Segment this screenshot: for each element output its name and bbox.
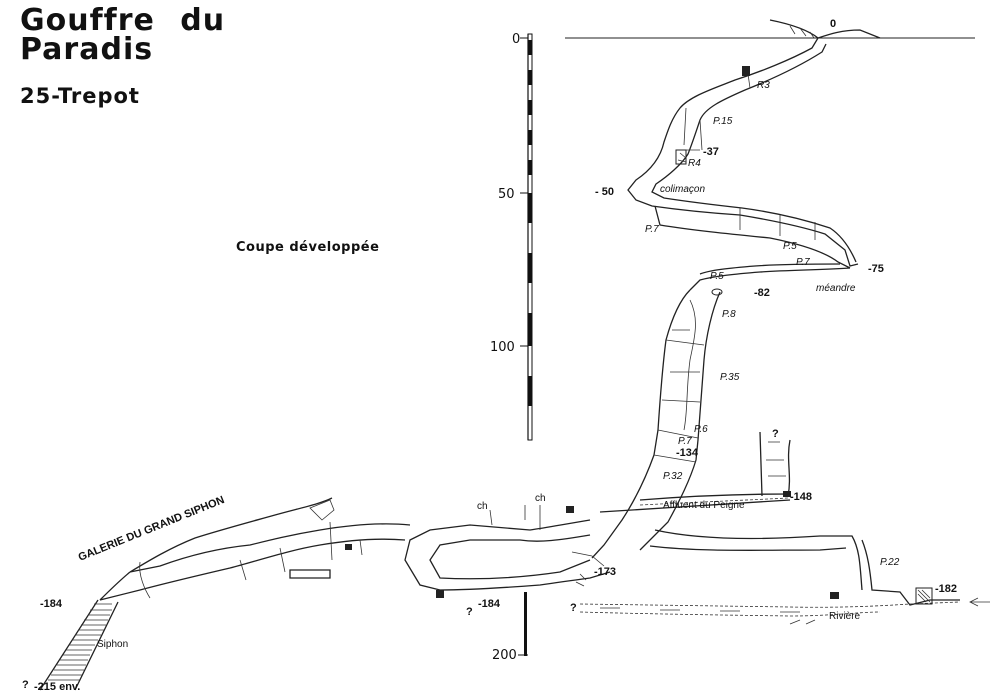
map-title: Gouffre du Paradis [20,3,226,67]
lower-gallery [99,505,960,606]
scale-tick-0: 0 [512,32,520,47]
label-question-2: ? [466,606,473,618]
title-line-2: Paradis [20,32,154,67]
label-question-4: ? [22,679,29,691]
label-question-3: ? [570,602,577,614]
terminal-siphon [39,599,119,691]
label-p15: P.15 [713,116,733,127]
label-p22: P.22 [880,557,900,568]
label-meandre: méandre [816,283,856,294]
depth-scale: 0 50 100 200 [490,32,533,663]
label-r4: R4 [688,158,701,169]
label-depth-173: -173 [594,566,616,578]
label-depth-184-left: -184 [40,598,63,610]
section-label: Coupe développée [236,240,380,255]
label-depth-134: -134 [676,447,699,459]
label-depth-215: -215 env. [34,681,80,693]
label-p35: P.35 [720,372,740,383]
label-depth-75: -75 [868,263,884,275]
scale-tick-100: 100 [490,340,515,355]
galerie-grand-siphon [99,497,335,601]
label-depth-82: -82 [754,287,770,299]
label-p8: P.8 [722,309,736,320]
label-p7-a: P.7 [645,224,659,235]
label-depth-50: - 50 [595,186,614,198]
scale-tick-200: 200 [492,648,517,663]
label-question-1: ? [772,428,779,440]
label-ch-2: ch [535,493,546,504]
label-riviere: Rivière [829,611,861,622]
label-depth-37: -37 [703,146,719,158]
scale-tick-50: 50 [498,187,515,202]
survey-labels: 0 R3 P.15 -37 R4 - 50 colimaçon P.7 P.5 … [22,18,957,693]
title-line-1: Gouffre du [20,3,226,38]
label-p7-b: P.7 [796,257,810,268]
label-p7-c: P.7 [678,436,692,447]
affluent-du-peigne [599,431,791,513]
label-depth-148: -148 [790,491,812,503]
label-surface-zero: 0 [830,18,836,30]
surface-line [565,19,975,39]
label-p5-b: P.5 [710,271,724,282]
label-depth-184-right: -184 [478,598,501,610]
label-r3: R3 [757,80,770,91]
label-colimacon: colimaçon [660,184,705,195]
label-p5-a: P.5 [783,241,797,252]
label-ch-1: ch [477,501,488,512]
label-depth-182: -182 [935,583,957,595]
map-subtitle: 25-Trepot [20,84,140,108]
upper-series [627,37,859,291]
label-siphon: Siphon [97,639,128,650]
main-shafts [591,288,723,559]
label-p6: P.6 [694,424,708,435]
label-p32: P.32 [663,471,683,482]
river-passage [579,587,990,625]
label-affluent: Affluent du Peigne [663,500,745,511]
